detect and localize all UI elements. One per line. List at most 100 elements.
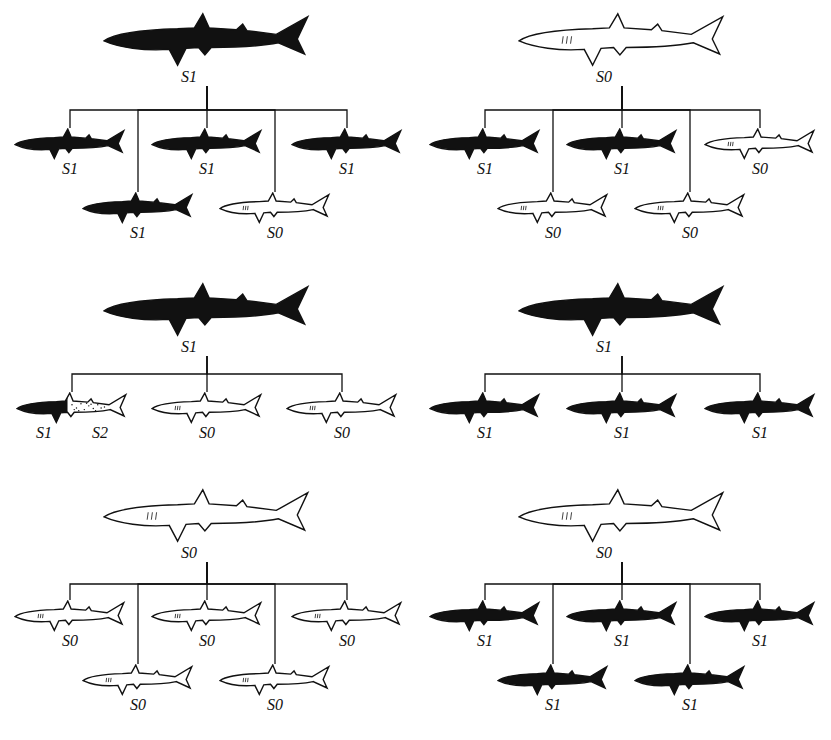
shark-figure [102,282,312,338]
label-row: S1 [704,424,816,442]
gill-slits [147,512,156,519]
shark-body [292,129,401,158]
genotype-label: S0 [102,544,207,562]
offspring-shark: S1 [429,600,541,650]
genotype-label: S1 [429,632,541,650]
genotype-label: S0 [291,632,403,650]
stipple-dot [93,408,94,409]
label-row: S0 [151,424,263,442]
pedigree-line [72,356,207,392]
stipple-dot [95,410,96,411]
gill-slits [521,206,526,210]
genotype-label: S1 [566,160,678,178]
offspring-shark: S1 [704,600,816,650]
shark-figure [151,600,263,632]
shark-body [635,193,744,222]
shark-figure [566,600,678,632]
shark-body [152,129,261,158]
shark-figure [102,12,312,68]
shark-figure [219,664,331,696]
gill-slits [310,406,315,410]
parent-shark: S0 [102,488,312,562]
shark-figure [286,392,398,424]
label-row: S0 [634,224,746,242]
genotype-label: S0 [286,424,398,442]
stipple-dot [97,404,98,405]
offspring-shark: S0 [151,392,263,442]
label-row: S1 [497,696,609,714]
shark-body [104,284,308,335]
genotype-label: S1 [151,160,263,178]
label-row: S1 [82,224,194,242]
shark-figure [517,488,727,544]
shark-body [519,490,723,541]
shark-body [498,193,607,222]
offspring-shark: S1 [151,128,263,178]
genotype-label: S1 [291,160,403,178]
shark-figure [82,192,194,224]
pedigree-line [622,562,760,600]
label-row: S1 [517,338,727,356]
offspring-shark: S0 [704,128,816,178]
gill-slits [562,36,571,43]
offspring-shark: S1S2 [16,392,128,442]
stipple-dot [78,410,79,411]
genotype-label: S1 [704,632,816,650]
shark-dark-half [17,393,67,422]
label-row: S0 [517,544,727,562]
offspring-shark: S0 [497,192,609,242]
shark-figure [151,128,263,160]
shark-figure [566,392,678,424]
offspring-shark: S1 [429,128,541,178]
shark-figure [704,128,816,160]
label-row: S1 [102,338,312,356]
genotype-label: S1 [566,424,678,442]
label-row: S0 [219,696,331,714]
offspring-shark: S0 [219,192,331,242]
shark-figure [429,600,541,632]
stipple-dot [104,406,105,407]
label-row: S0 [517,68,727,86]
label-row: S1 [291,160,403,178]
shark-figure [16,392,128,424]
shark-body [15,129,124,158]
offspring-shark: S1 [566,600,678,650]
shark-figure [517,12,727,68]
shark-body [15,601,124,630]
gill-slits [562,512,571,519]
shark-figure [14,600,126,632]
shark-body [430,129,539,158]
gill-slits [175,406,180,410]
label-row: S0 [291,632,403,650]
shark-figure [429,128,541,160]
offspring-shark: S0 [634,192,746,242]
shark-body [519,284,723,335]
shark-body [635,665,744,694]
offspring-shark: S0 [151,600,263,650]
shark-figure [219,192,331,224]
stipple-dot [90,404,91,405]
genotype-label: S1 [102,68,207,86]
label-row: S0 [497,224,609,242]
pedigree-line [622,86,760,128]
offspring-shark: S1 [704,392,816,442]
shark-body [17,393,126,422]
genotype-label: S0 [497,224,609,242]
offspring-shark: S1 [497,664,609,714]
gill-slits [728,142,733,146]
genotype-label: S0 [634,224,746,242]
label-row: S0 [102,544,312,562]
offspring-shark: S1 [566,128,678,178]
pedigree-line [622,356,760,392]
shark-figure [566,128,678,160]
offspring-shark: S0 [291,600,403,650]
stipple-dot [74,409,75,410]
gill-slits [658,206,663,210]
gill-slits [243,206,248,210]
stipple-dot [80,403,81,404]
shark-body [705,393,814,422]
shark-figure [151,392,263,424]
parent-shark: S1 [102,282,312,356]
